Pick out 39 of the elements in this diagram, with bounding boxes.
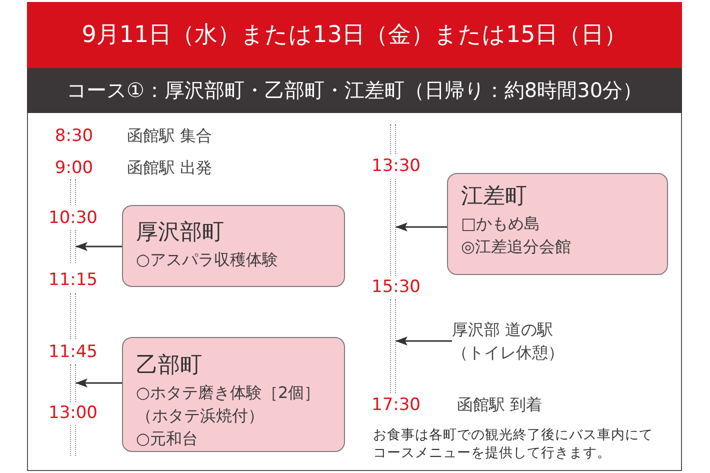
activity-item: ○元和台 [136, 428, 198, 450]
time-label: 11:45 [48, 342, 98, 362]
time-label: 15:30 [372, 277, 420, 297]
activity-item: ◎江差追分会館 [461, 236, 571, 258]
arrow [396, 222, 447, 232]
arrow [396, 336, 452, 346]
dotted-timeline [70, 364, 76, 402]
schedule-note: 函館駅 到着 [457, 394, 542, 416]
dotted-timeline [70, 425, 76, 456]
town-heading: 乙部町 [136, 352, 202, 380]
activity-item: ○アスパラ収穫体験 [136, 249, 278, 271]
time-label: 17:30 [372, 395, 420, 415]
time-label: 10:30 [48, 208, 98, 228]
arrow [76, 242, 122, 251]
course-banner: コース①：厚沢部町・乙部町・江差町（日帰り：約8時間30分） [27, 68, 682, 113]
activity-item: □かもめ島 [461, 213, 540, 235]
dotted-timeline [390, 299, 396, 393]
time-label: 9:00 [54, 158, 94, 178]
time-label: 13:00 [48, 403, 98, 423]
dotted-timeline [70, 230, 76, 263]
footnote: お食事は各町での観光終了後にバス車内にてコースメニューを提供して行きます。 [373, 426, 654, 462]
town-heading: 厚沢部町 [136, 219, 224, 247]
stop-box [122, 337, 345, 452]
time-label: 8:30 [54, 126, 94, 146]
dotted-timeline [70, 179, 76, 205]
arrow [76, 378, 122, 388]
time-label: 13:30 [372, 156, 420, 176]
stop-note: 厚沢部 道の駅（トイレ休憩） [452, 318, 564, 364]
dotted-timeline [390, 179, 396, 276]
time-label: 11:15 [48, 270, 98, 290]
schedule-note: 函館駅 集合 [127, 125, 212, 147]
stop-box [122, 205, 345, 287]
dotted-timeline [390, 124, 396, 154]
town-heading: 江差町 [461, 183, 527, 211]
schedule-note: 函館駅 出発 [127, 157, 212, 179]
stop-box [447, 173, 668, 275]
date-banner: 9月11日（水）または13日（金）または15日（日） [27, 2, 682, 68]
dotted-timeline [70, 293, 76, 339]
activity-item: ○ホタテ磨き体験［2個］（ホタテ浜焼付） [136, 382, 322, 427]
